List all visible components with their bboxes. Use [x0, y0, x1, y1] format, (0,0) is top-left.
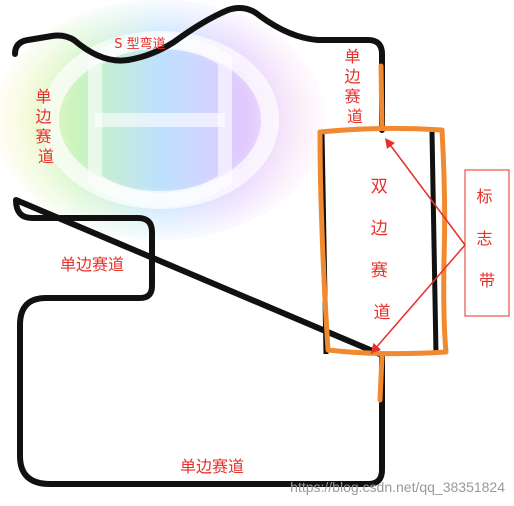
- label-double-4: 道: [374, 303, 391, 323]
- label-single-top-right-3: 赛: [344, 87, 360, 106]
- label-flag-2: 志: [476, 229, 492, 248]
- label-single-top-left: 单 边 赛 道: [35, 87, 56, 166]
- double-track-highlight: [317, 63, 449, 403]
- flag-label-box: [464, 169, 510, 317]
- label-single-top-right-4: 道: [347, 107, 363, 126]
- label-double-3: 赛: [371, 260, 388, 281]
- label-single-top-left-3: 赛: [35, 127, 51, 146]
- label-single-top-left-2: 边: [35, 107, 51, 126]
- label-double-1: 双: [371, 177, 388, 197]
- background-logo: [0, 0, 325, 240]
- label-flag-3: 带: [479, 271, 495, 290]
- track-double-edge: [429, 131, 439, 355]
- label-single-mid-left: 单边赛道: [60, 255, 124, 274]
- flag-arrows: [370, 137, 466, 354]
- label-single-top-right: 单 边 赛 道: [344, 47, 365, 126]
- label-flag-1: 标: [476, 187, 492, 206]
- label-single-bottom: 单边赛道: [180, 457, 244, 476]
- label-s-curve: S 型弯道: [114, 36, 165, 52]
- label-single-top-left-4: 道: [38, 147, 54, 166]
- label-double-2: 边: [371, 219, 388, 239]
- label-double-track: 双 边 赛 道: [371, 177, 393, 323]
- arrow-to-top: [385, 137, 466, 246]
- arrow-to-bottom: [370, 244, 466, 354]
- label-single-top-left-1: 单: [35, 87, 51, 106]
- label-single-top-right-2: 边: [344, 67, 360, 86]
- label-single-top-right-1: 单: [344, 47, 360, 66]
- label-flag: 标 志 带: [476, 187, 497, 290]
- track-outline: [12, 5, 385, 487]
- watermark: https://blog.csdn.net/qq_38351824: [290, 479, 505, 495]
